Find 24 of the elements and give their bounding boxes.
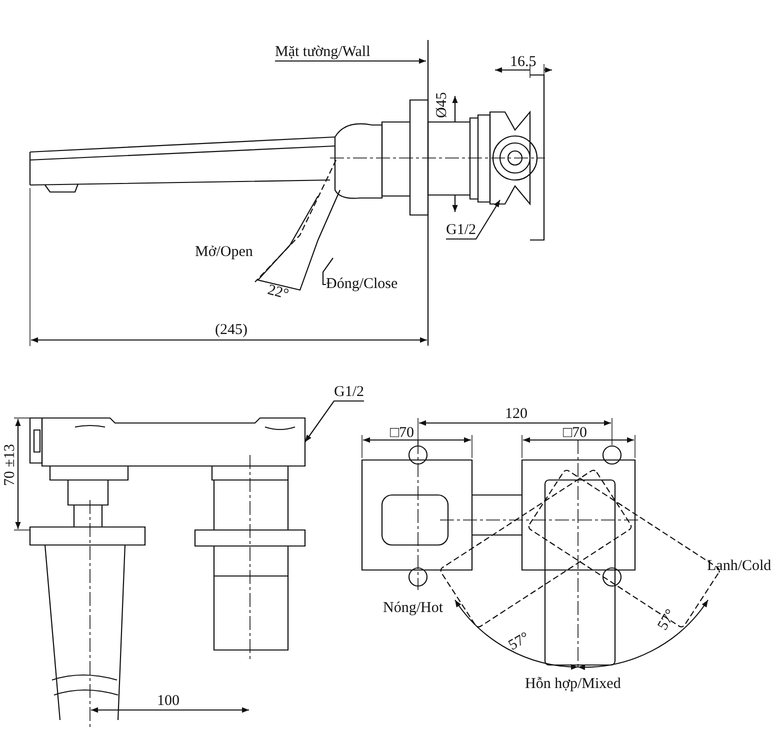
callout-label: Mặt tường/Wall bbox=[275, 44, 370, 61]
part-label: Mở/Open bbox=[195, 244, 253, 261]
valve-body bbox=[41, 417, 306, 467]
dimension-text: 16.5 bbox=[510, 54, 536, 71]
dimension-text: 100 bbox=[157, 693, 180, 710]
callout-label: G1/2 bbox=[446, 222, 476, 239]
angle-text: 22° bbox=[266, 282, 290, 304]
callout-label: Đóng/Close bbox=[326, 276, 398, 293]
dimension-text: (245) bbox=[215, 322, 248, 339]
leader-arrow bbox=[446, 200, 500, 240]
dimension-text: □70 bbox=[390, 425, 414, 442]
leader-arrow bbox=[275, 58, 426, 64]
part-label: Hỗn hợp/Mixed bbox=[525, 676, 621, 693]
part-label: Lạnh/Cold bbox=[707, 558, 772, 575]
callout-label: G1/2 bbox=[334, 384, 364, 401]
dimension-text: Ø45 bbox=[434, 92, 451, 118]
angle-text: 57° bbox=[506, 630, 533, 655]
angle-text: 57° bbox=[655, 606, 680, 634]
dimension-text: □70 bbox=[563, 425, 588, 442]
leader-arrow bbox=[304, 400, 364, 442]
dimension-text: 70 ±13 bbox=[2, 444, 19, 486]
part-label: Nóng/Hot bbox=[383, 600, 443, 617]
dimension-text: 120 bbox=[505, 406, 528, 423]
leader-line bbox=[322, 258, 334, 286]
